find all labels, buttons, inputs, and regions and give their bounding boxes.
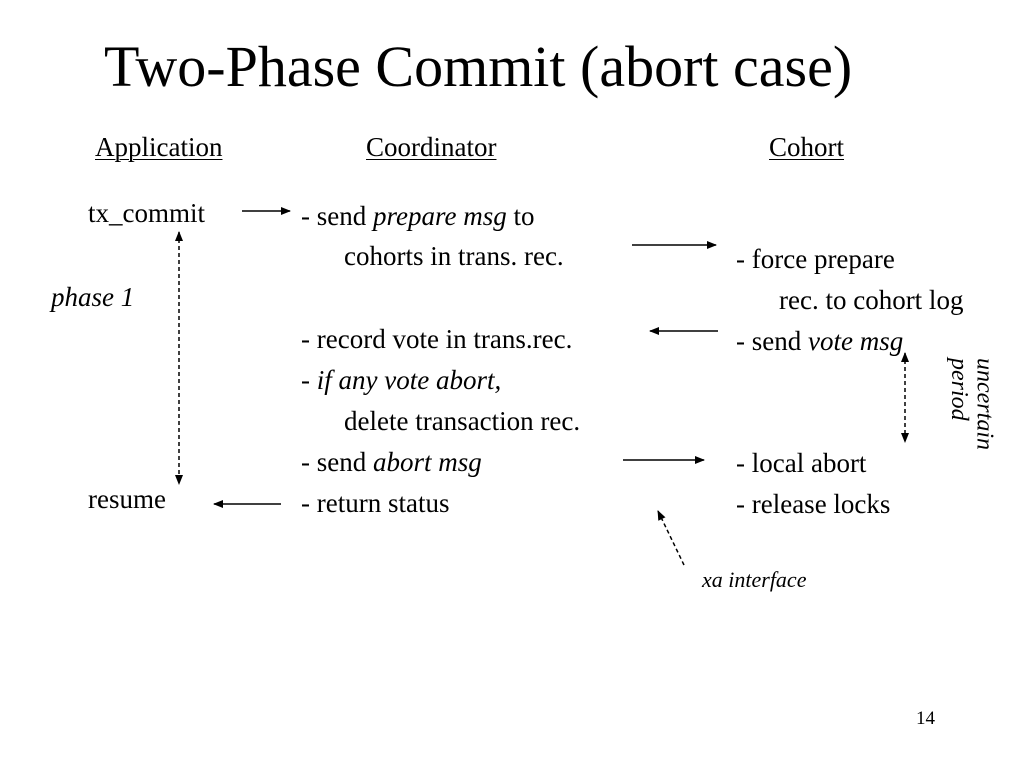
xa-interface-label: xa interface xyxy=(702,567,807,592)
coordinator-step-record-vote: - record vote in trans.rec. xyxy=(301,324,573,354)
coordinator-step-delete: delete transaction rec. xyxy=(344,406,581,436)
cohort-step-log: rec. to cohort log xyxy=(779,285,964,315)
period-word: period xyxy=(946,358,973,421)
coordinator-step-send-prepare: - send prepare msg to xyxy=(301,203,534,230)
header-application: Application xyxy=(95,132,223,162)
coordinator-step-send-abort: - send abort msg xyxy=(301,449,482,476)
header-coordinator: Coordinator xyxy=(366,132,497,162)
cohort-step-release-locks: - release locks xyxy=(736,489,891,519)
cohort-step-send-vote: - send vote msg xyxy=(736,328,903,355)
coord-italic: abort msg xyxy=(372,447,482,477)
xa-interface-dashed-arrow xyxy=(657,510,685,566)
coord-text: to xyxy=(506,201,535,231)
coord-italic: prepare msg xyxy=(372,201,507,231)
uncertain-word: uncertain xyxy=(971,358,998,450)
page-number: 14 xyxy=(916,708,935,729)
coord-text: - send xyxy=(301,201,373,231)
cohort-step-force-prepare: - force prepare xyxy=(736,244,895,274)
slide-title: Two-Phase Commit (abort case) xyxy=(104,34,853,99)
cohort-step-local-abort: - local abort xyxy=(736,448,867,478)
cohort-italic: vote msg xyxy=(807,326,904,356)
coord-text: - xyxy=(301,365,317,395)
tx-commit-label: tx_commit xyxy=(88,198,205,228)
phase-label: phase 1 xyxy=(51,282,135,312)
header-cohort: Cohort xyxy=(769,132,845,162)
coord-italic: if any vote abort, xyxy=(316,365,502,395)
cohort-text: - send xyxy=(736,326,808,356)
coordinator-step-cohorts: cohorts in trans. rec. xyxy=(344,241,564,271)
coord-text: - send xyxy=(301,447,373,477)
resume-label: resume xyxy=(88,484,166,514)
coordinator-step-if-abort: - if any vote abort, xyxy=(301,367,501,394)
coordinator-step-return-status: - return status xyxy=(301,488,450,518)
